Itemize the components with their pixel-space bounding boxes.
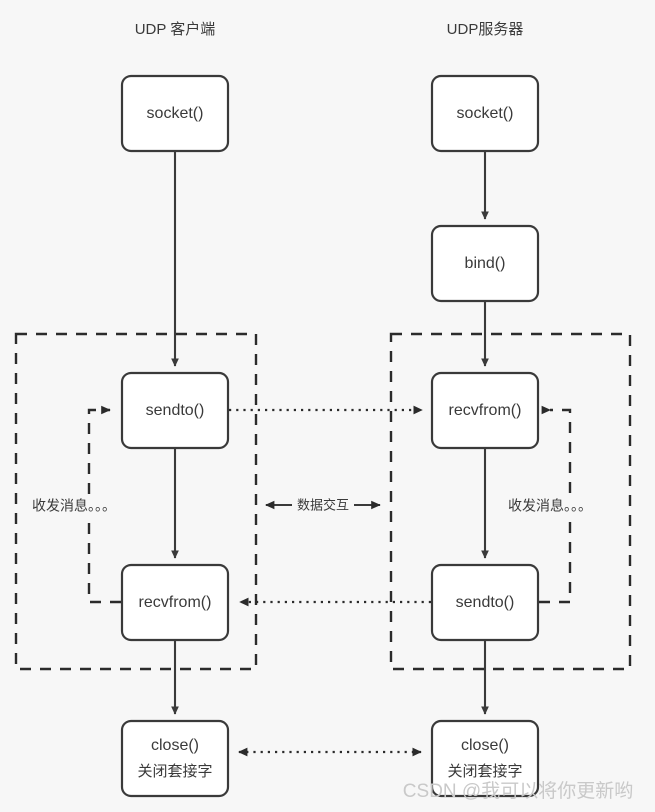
watermark-text: CSDN @我可以将你更新哟 — [403, 780, 633, 802]
node-client-close-rect[interactable] — [120, 719, 230, 798]
node-client-close-label: close() — [151, 737, 199, 754]
data-exchange-label: 数据交互 — [297, 497, 349, 512]
node-server-close-sublabel: 关闭套接字 — [447, 763, 522, 780]
node-client-close-sublabel: 关闭套接字 — [137, 763, 212, 780]
node-client-recvfrom-rect[interactable] — [120, 563, 230, 642]
client-loop-group-box — [14, 332, 258, 671]
node-client-recvfrom-label: recvfrom() — [139, 594, 212, 611]
node-server-bind-rect[interactable] — [430, 224, 540, 303]
node-client-socket[interactable]: socket() — [120, 74, 230, 153]
node-server-close[interactable]: close() 关闭套接字 — [430, 719, 540, 798]
server-loop-label: 收发消息。。。 — [508, 498, 592, 514]
client-loop-label-backdrop — [32, 494, 146, 518]
node-server-bind[interactable]: bind() — [430, 224, 540, 303]
server-loop-group-box — [389, 332, 632, 671]
node-server-close-label: close() — [461, 737, 509, 754]
node-server-recvfrom-rect[interactable] — [430, 371, 540, 450]
node-server-socket-rect[interactable] — [430, 74, 540, 153]
node-server-sendto-rect[interactable] — [430, 563, 540, 642]
node-server-socket-label: socket() — [457, 105, 514, 122]
node-server-recvfrom[interactable]: recvfrom() — [430, 371, 540, 450]
node-client-socket-rect[interactable] — [120, 74, 230, 153]
data-exchange-label-backdrop — [292, 493, 354, 517]
node-server-recvfrom-label: recvfrom() — [449, 402, 522, 419]
column-title-client: UDP 客户端 — [135, 21, 216, 38]
node-server-close-rect[interactable] — [430, 719, 540, 798]
client-loop-label: 收发消息。。。 — [32, 498, 116, 514]
node-client-recvfrom[interactable]: recvfrom() — [120, 563, 230, 642]
node-client-socket-label: socket() — [147, 105, 204, 122]
node-server-socket[interactable]: socket() — [430, 74, 540, 153]
server-loop-label-backdrop — [508, 494, 622, 518]
column-title-server: UDP服务器 — [447, 21, 524, 38]
node-client-sendto[interactable]: sendto() — [120, 371, 230, 450]
node-server-bind-label: bind() — [465, 255, 506, 272]
node-client-sendto-rect[interactable] — [120, 371, 230, 450]
node-server-sendto[interactable]: sendto() — [430, 563, 540, 642]
node-client-sendto-label: sendto() — [146, 402, 205, 419]
node-server-sendto-label: sendto() — [456, 594, 515, 611]
node-client-close[interactable]: close() 关闭套接字 — [120, 719, 230, 798]
